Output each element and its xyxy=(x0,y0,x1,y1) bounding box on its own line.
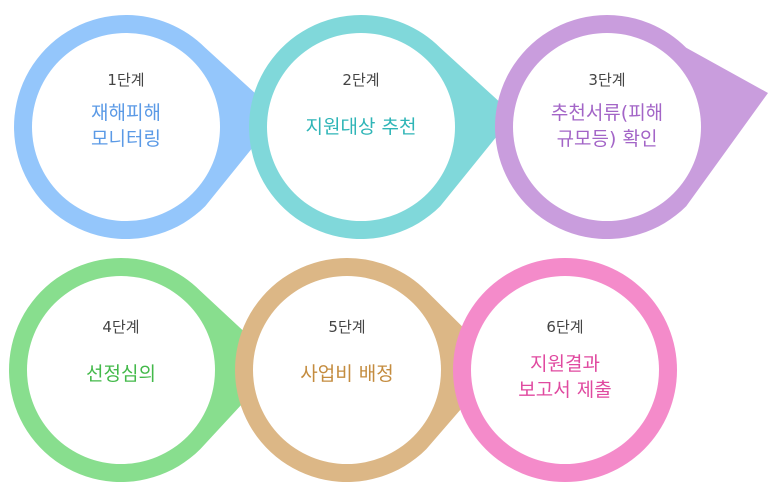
step-6-title-line-1: 지원결과 xyxy=(530,353,600,375)
step-3-title-line-2: 규모등) 확인 xyxy=(557,128,658,150)
step-3-inner-circle xyxy=(513,33,701,221)
step-3-number: 3단계 xyxy=(588,71,625,89)
step-4-inner-circle xyxy=(27,276,215,464)
step-5-inner-circle xyxy=(253,276,441,464)
step-2-number: 2단계 xyxy=(342,71,379,89)
step-5-title-line-1: 사업비 배정 xyxy=(300,363,393,385)
step-5-number: 5단계 xyxy=(328,318,365,336)
step-2-inner-circle xyxy=(267,33,455,221)
step-1-title-line-2: 모니터링 xyxy=(91,128,161,150)
step-6-number: 6단계 xyxy=(546,318,583,336)
step-1-number: 1단계 xyxy=(107,71,144,89)
step-6-title-line-2: 보고서 제출 xyxy=(518,379,611,401)
step-4-number: 4단계 xyxy=(102,318,139,336)
step-4: 4단계 선정심의 xyxy=(9,258,280,482)
step-6: 6단계 지원결과 보고서 제출 xyxy=(453,258,677,482)
step-1-inner-circle xyxy=(32,33,220,221)
step-4-title-line-1: 선정심의 xyxy=(86,363,156,385)
step-2-title-line-1: 지원대상 추천 xyxy=(306,116,417,138)
step-5: 5단계 사업비 배정 xyxy=(235,258,500,482)
step-3: 3단계 추천서류(피해 규모등) 확인 xyxy=(495,15,768,239)
step-1-title-line-1: 재해피해 xyxy=(91,102,161,124)
step-6-inner-circle xyxy=(471,276,659,464)
step-2: 2단계 지원대상 추천 xyxy=(249,15,514,239)
step-3-title-line-1: 추천서류(피해 xyxy=(551,102,663,124)
step-1: 1단계 재해피해 모니터링 xyxy=(14,15,280,239)
